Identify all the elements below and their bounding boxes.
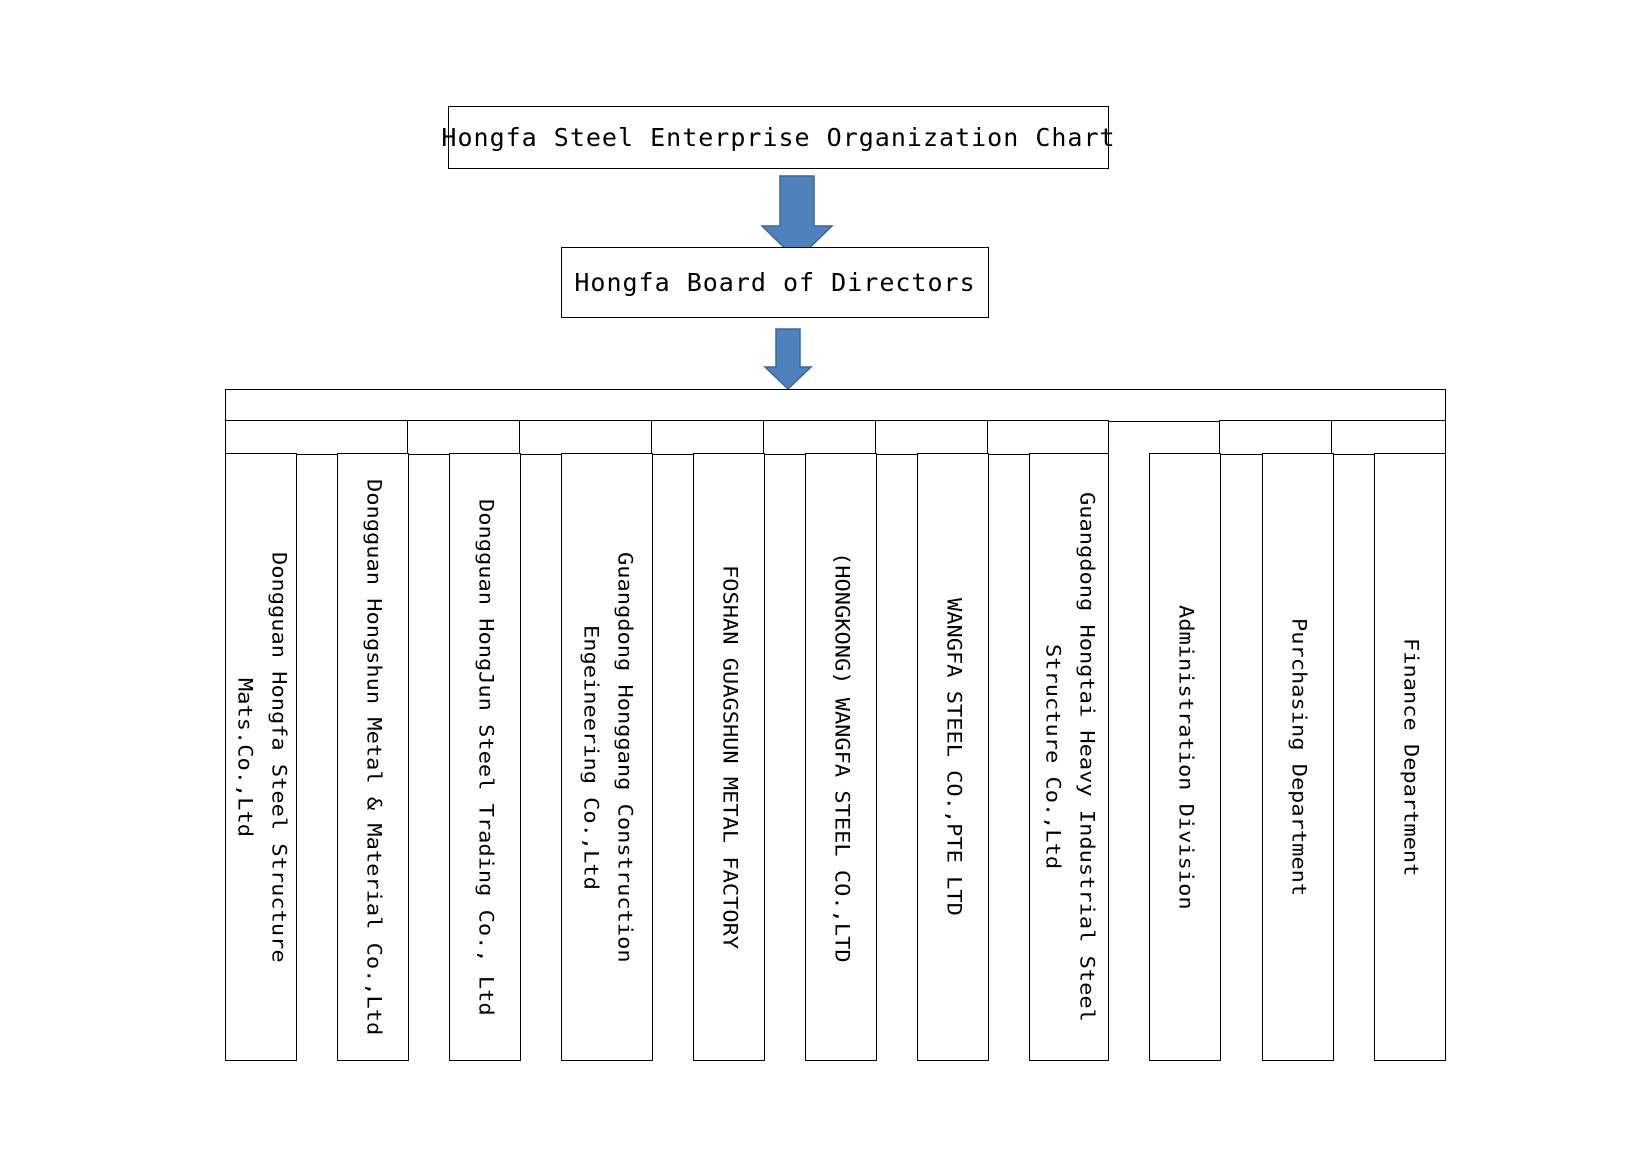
unit-label: Guangdong Hongtai Heavy Industrial Steel… — [1041, 492, 1098, 1022]
unit-box: Purchasing Department — [1262, 453, 1334, 1061]
unit-label: Guangdong Honggang Construction Engeinee… — [579, 551, 636, 963]
unit-box: FOSHAN GUAGSHUN METAL FACTORY — [693, 453, 765, 1061]
chart-title: Hongfa Steel Enterprise Organization Cha… — [441, 123, 1116, 152]
unit-box: WANGFA STEEL CO.,PTE LTD — [917, 453, 989, 1061]
unit-label: Dongguan HongJun Steel Trading Co., Ltd — [474, 498, 497, 1016]
unit-label: Dongguan Hongfa Steel Structure Mats.Co.… — [233, 551, 290, 963]
connector-bar-group-6 — [875, 420, 989, 455]
connector-bar-group-9 — [1331, 420, 1446, 455]
down-arrow-icon — [763, 328, 813, 391]
chart-title-box: Hongfa Steel Enterprise Organization Cha… — [441, 106, 1115, 169]
connector-bar-group-3 — [519, 420, 653, 455]
unit-label: Administration Division — [1174, 604, 1197, 910]
connector-bar-group-7 — [987, 420, 1109, 455]
connector-bar-group-2 — [407, 420, 521, 455]
unit-label: (HONGKONG) WANGFA STEEL CO.,LTD — [830, 551, 853, 963]
board-of-directors-box: Hongfa Board of Directors — [561, 247, 989, 318]
unit-label: Purchasing Department — [1287, 617, 1310, 897]
board-of-directors-label: Hongfa Board of Directors — [574, 268, 976, 297]
unit-box: Finance Department — [1374, 453, 1446, 1061]
connector-bar-group-8 — [1219, 420, 1333, 455]
unit-box: Guangdong Honggang Construction Engeinee… — [561, 453, 653, 1061]
connector-bar-group-1 — [225, 420, 409, 455]
unit-box: Dongguan Hongshun Metal & Material Co.,L… — [337, 453, 409, 1061]
unit-box: Guangdong Hongtai Heavy Industrial Steel… — [1029, 453, 1109, 1061]
unit-box: Dongguan HongJun Steel Trading Co., Ltd — [449, 453, 521, 1061]
unit-label: Dongguan Hongshun Metal & Material Co.,L… — [362, 478, 385, 1036]
unit-label: FOSHAN GUAGSHUN METAL FACTORY — [718, 564, 741, 950]
down-arrow-icon — [760, 175, 834, 262]
unit-label: Finance Department — [1399, 637, 1422, 877]
connector-bar-group-4 — [651, 420, 765, 455]
connector-bar-main — [225, 389, 1446, 422]
unit-box: Administration Division — [1149, 453, 1221, 1061]
unit-box: Dongguan Hongfa Steel Structure Mats.Co.… — [225, 453, 297, 1061]
unit-label: WANGFA STEEL CO.,PTE LTD — [942, 598, 965, 916]
unit-box: (HONGKONG) WANGFA STEEL CO.,LTD — [805, 453, 877, 1061]
connector-bar-group-5 — [763, 420, 877, 455]
